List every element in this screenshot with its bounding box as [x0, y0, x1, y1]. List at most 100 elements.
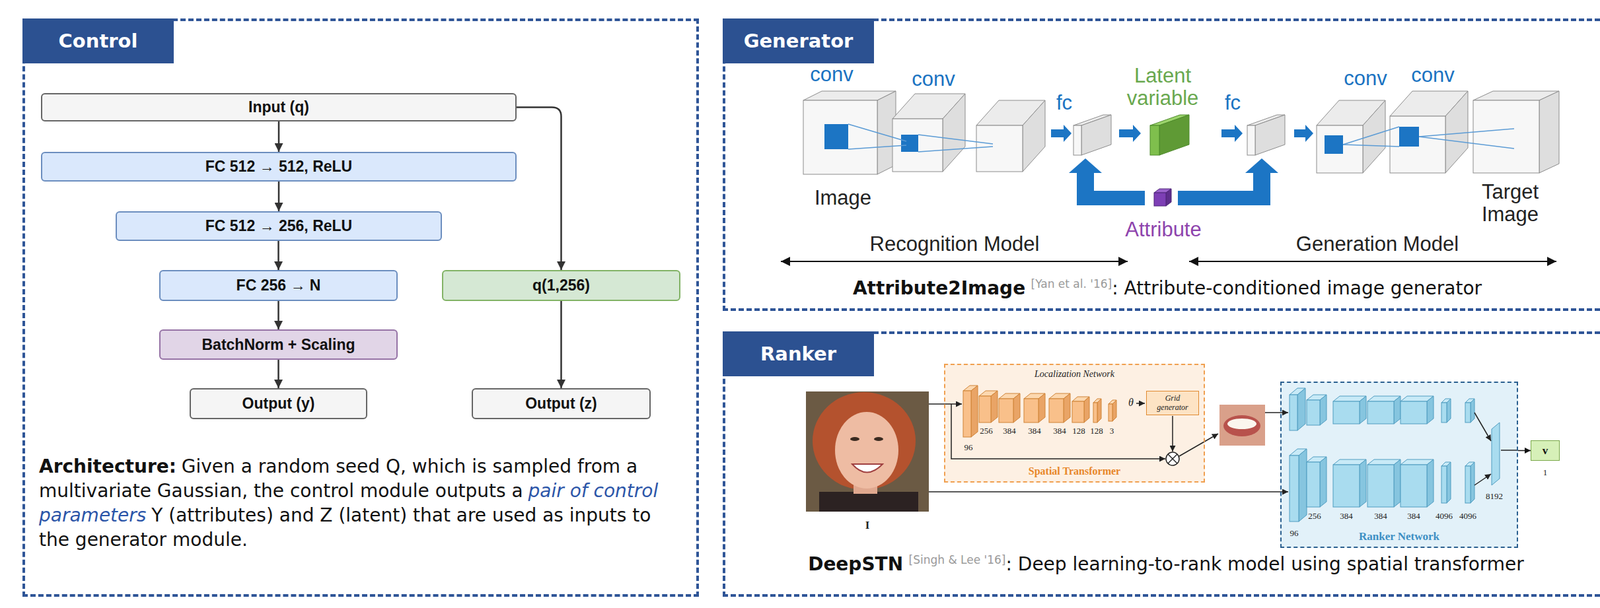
connector	[516, 107, 562, 271]
rank-layer	[1367, 396, 1401, 425]
diagram-label: 128	[1090, 426, 1104, 437]
rank-layer	[1333, 396, 1367, 425]
diagram-label: conv	[1411, 64, 1455, 87]
loc-layer-side	[1112, 400, 1117, 422]
rank-layer	[1333, 459, 1367, 508]
photo-eye	[850, 437, 860, 442]
rank-layer-side	[1393, 396, 1401, 425]
slice-box: q(1,256)	[441, 270, 681, 302]
panel: ControlArchitecture:Given a random seed …	[22, 18, 699, 598]
feature-block-side	[1081, 114, 1112, 156]
rank-layer-front	[1465, 402, 1471, 423]
rank-layer-front	[1441, 466, 1447, 504]
node-text: Output (z)	[525, 395, 598, 413]
panel-tab: Generator	[722, 18, 874, 64]
rank-layer	[1400, 459, 1434, 508]
diagram-label: 384	[1407, 511, 1421, 522]
diagram-label: Image	[814, 186, 872, 210]
diagram-label: conv	[809, 63, 853, 86]
rank-layer-front	[1400, 465, 1427, 508]
loc-layer-side	[1097, 399, 1102, 423]
rank-layer-front	[1333, 401, 1360, 425]
rank-layer-side	[1319, 457, 1327, 508]
diagram-label: 256	[1308, 511, 1322, 522]
receptive-field	[824, 124, 849, 150]
node-text: FC 512 → 512, ReLU	[205, 157, 353, 176]
feature-block-side	[1445, 91, 1468, 174]
loc-layer-front	[998, 399, 1014, 423]
node-text: Control	[58, 29, 139, 53]
feature-block-side	[1255, 114, 1285, 156]
loc-layer	[979, 391, 998, 423]
diagram-label: Target Image	[1470, 181, 1550, 226]
diagram-label: 384	[1339, 511, 1353, 522]
rank-layer-front	[1367, 465, 1394, 508]
diagram-label: I	[865, 519, 871, 533]
rank-layer-side	[1359, 396, 1367, 425]
loc-layer-front	[963, 391, 972, 438]
rank-layer-side	[1297, 388, 1306, 431]
diagram-label: 8192	[1485, 491, 1503, 503]
output-box: v	[1530, 440, 1560, 462]
concat-layer	[1491, 422, 1500, 486]
node-text: : Deep learning-to-rank model using spat…	[1005, 553, 1524, 576]
node-text: Output (y)	[242, 395, 316, 413]
module-title: Localization Network	[945, 369, 1204, 380]
feature-block-front	[1473, 100, 1540, 174]
module-box: Ranker Network	[1280, 381, 1519, 549]
diagram-label: 4096	[1459, 511, 1477, 522]
rank-layer-front	[1441, 402, 1447, 423]
module-name: Ranker Network	[1281, 530, 1517, 544]
rank-layer-side	[1426, 396, 1434, 425]
rank-layer-side	[1446, 399, 1451, 423]
rank-layer-side	[1298, 449, 1307, 522]
rank-layer	[1289, 449, 1307, 522]
module-name: Spatial Transformer	[945, 465, 1204, 478]
diagram-label: 384	[1053, 426, 1067, 437]
panel: GeneratorAttribute2Image[Yan et al. '16]…	[722, 18, 1600, 312]
projection-line	[918, 146, 993, 152]
receptive-field	[901, 134, 919, 152]
caption: DeepSTN[Singh & Lee '16]: Deep learning-…	[756, 553, 1576, 576]
rank-layer-front	[1400, 401, 1427, 425]
diagram-label: 128	[1072, 426, 1086, 437]
layer-box: FC 256 → N	[159, 270, 398, 302]
connector	[278, 121, 281, 152]
feature-block-front	[1073, 125, 1082, 156]
rank-layer-front	[1367, 401, 1394, 425]
rank-layer-front	[1465, 466, 1471, 504]
feature-block-front	[976, 125, 1023, 172]
projection-line	[848, 145, 907, 150]
rank-layer	[1465, 399, 1475, 423]
feature-block-side	[1022, 100, 1046, 172]
rank-layer	[1306, 457, 1327, 508]
diagram-label: θ	[1128, 397, 1134, 409]
loc-layer	[1108, 400, 1117, 422]
node-text: Ranker Network	[1358, 530, 1440, 544]
module-box: Localization NetworkSpatial TransformerG…	[944, 363, 1205, 483]
loc-layer-side	[1013, 393, 1020, 423]
projection-line	[1418, 136, 1515, 149]
diagram-label: conv	[1343, 67, 1387, 90]
connector	[560, 301, 563, 389]
sampler-symbol	[1167, 454, 1178, 464]
node-text: v	[1542, 444, 1549, 458]
norm-box: BatchNorm + Scaling	[159, 329, 398, 361]
loc-layer-front	[979, 396, 991, 423]
rank-layer-front	[1333, 465, 1360, 508]
flow-arrow	[1119, 124, 1141, 143]
flow-arrow	[1294, 124, 1314, 143]
photo-shirt	[819, 492, 919, 512]
rank-layer-front	[1289, 455, 1299, 522]
data-flow-line	[1171, 416, 1174, 452]
photo-face	[835, 412, 899, 489]
flow-arrow	[1068, 158, 1145, 206]
connector	[278, 181, 281, 212]
rank-layer-side	[1426, 459, 1434, 508]
attribute-cube-side	[1165, 188, 1172, 207]
feature-block	[803, 91, 896, 175]
diagram-label: Generation Model	[1296, 233, 1459, 256]
feature-block	[892, 93, 966, 172]
loc-layer	[1093, 399, 1102, 423]
feature-block-front	[1389, 116, 1446, 174]
